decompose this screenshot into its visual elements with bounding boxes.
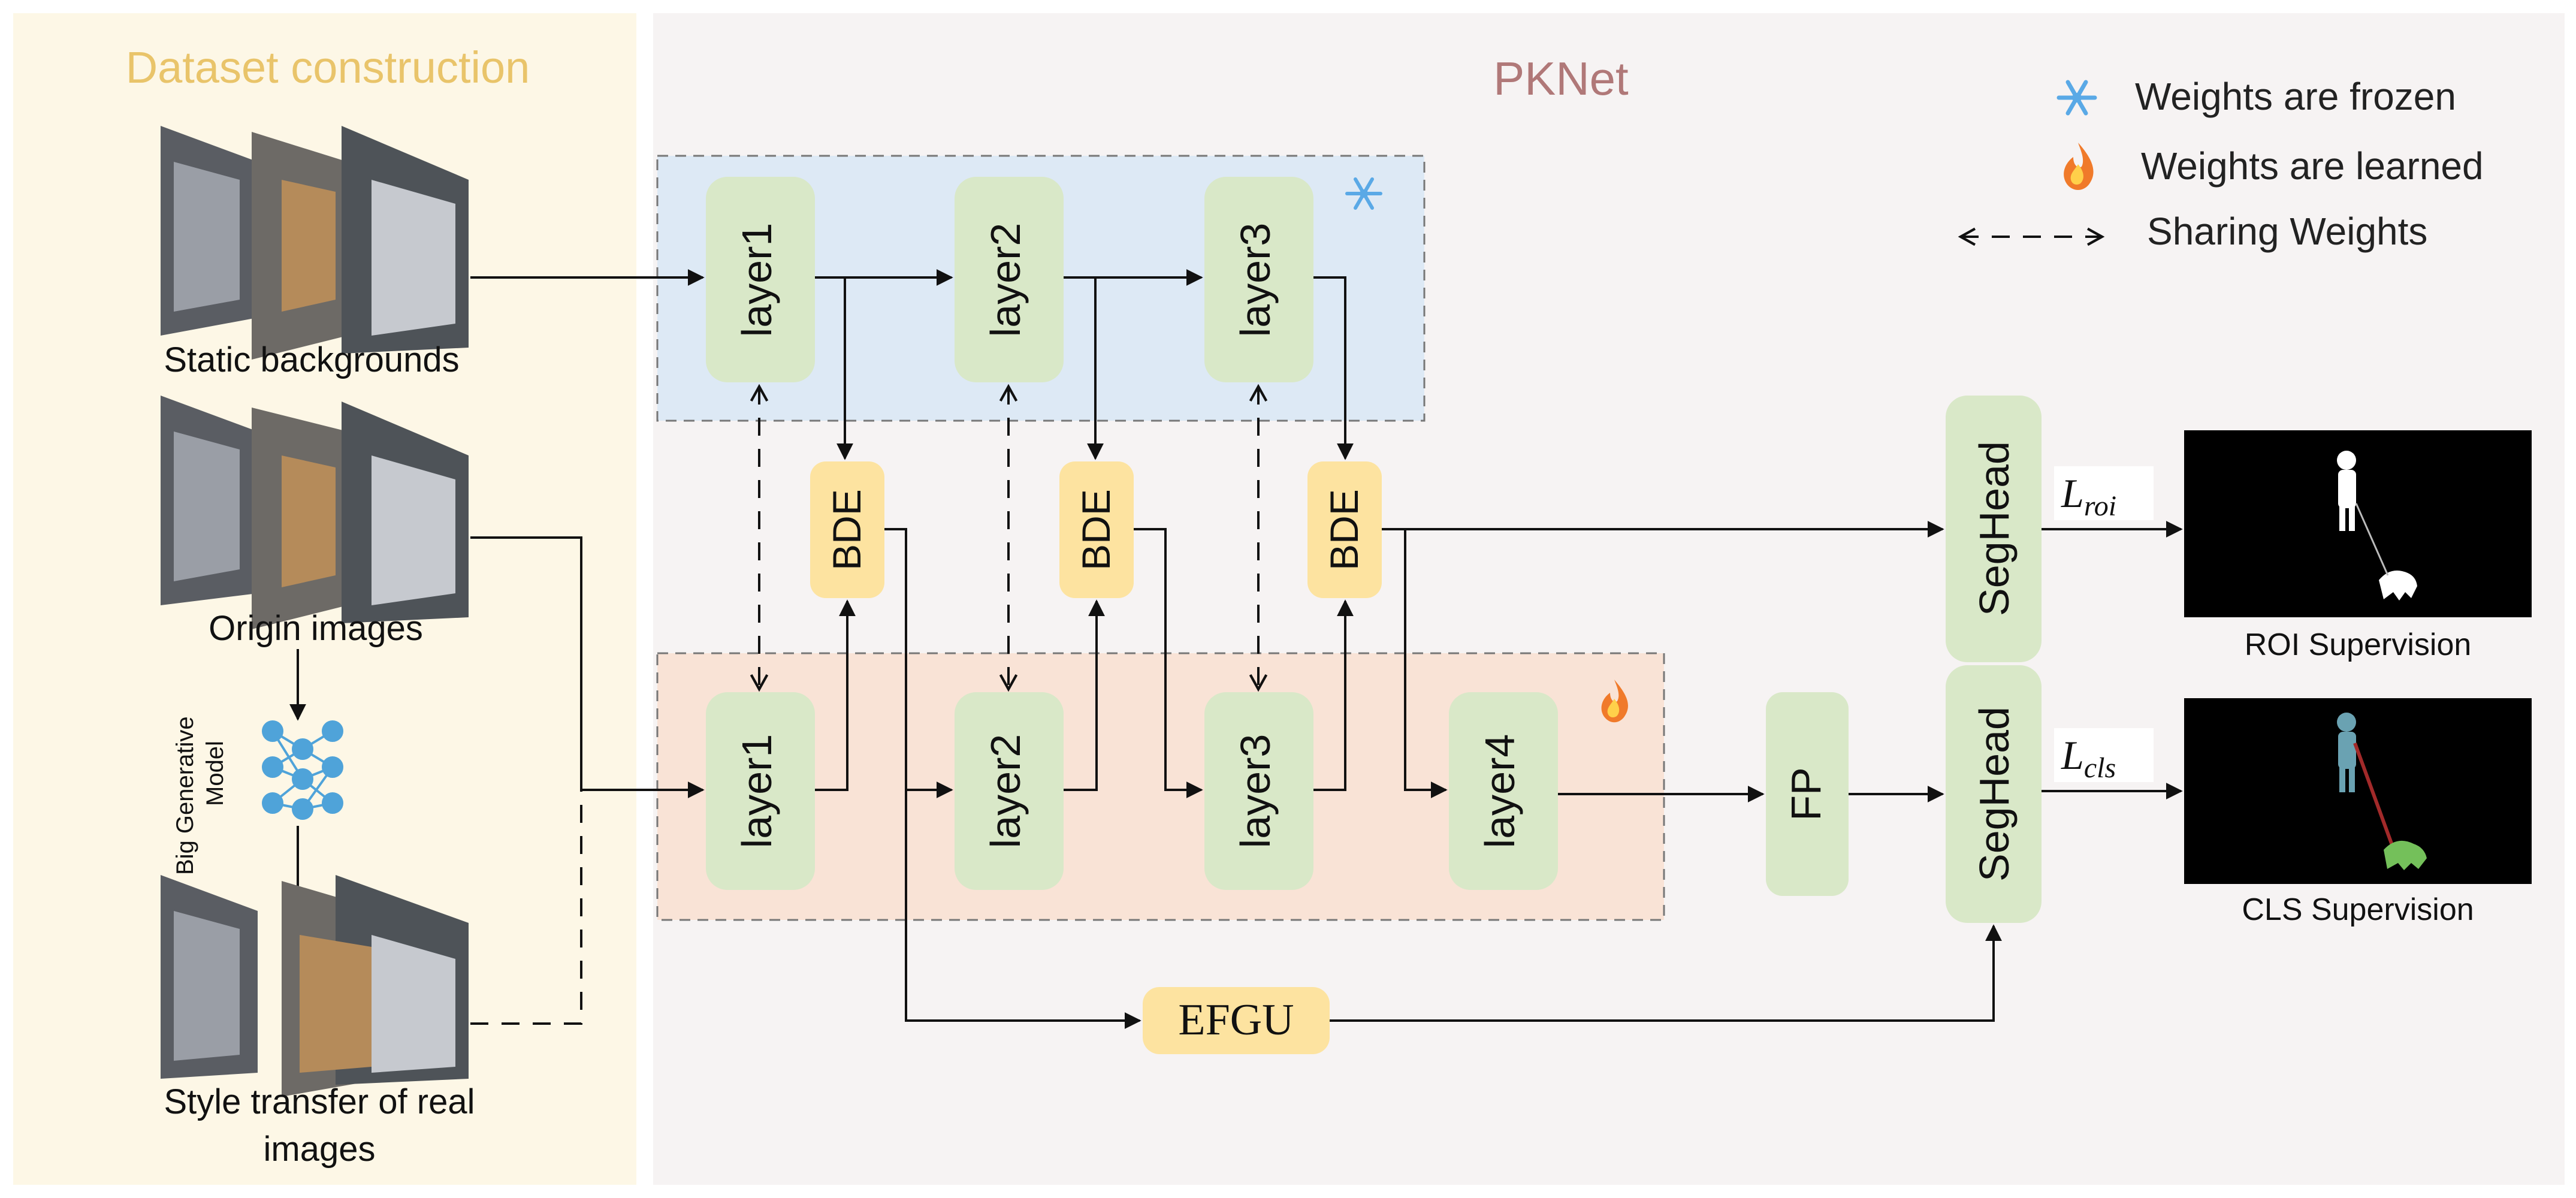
loss-cls: Lcls (2054, 728, 2154, 784)
frozen-layer2-label: layer2 (982, 223, 1029, 337)
cls-supervision-caption: CLS Supervision (2242, 892, 2474, 927)
loss-roi-sub: roi (2084, 490, 2116, 522)
main-panel-title: PKNet (1493, 52, 1629, 105)
efgu-block-label: EFGU (1178, 995, 1294, 1045)
bde-block-2: BDE (1059, 461, 1134, 598)
bde1-to-efgu-arrow (905, 529, 1141, 1029)
learned-l3-to-bde3-arrow (1313, 599, 1354, 791)
frozen-layer3: layer3 (1204, 177, 1313, 382)
roi-supervision-caption: ROI Supervision (2245, 627, 2472, 662)
learned-layer2: layer2 (955, 692, 1064, 890)
loss-cls-sub: cls (2084, 752, 2116, 784)
learned-box-flame-icon (1601, 680, 1628, 723)
loss-roi-symbol: L (2061, 470, 2084, 516)
bde-block-2-label: BDE (1074, 489, 1118, 571)
origin-images-label: Origin images (209, 609, 423, 648)
legend-learned-label: Weights are learned (2141, 144, 2484, 188)
style-to-layer1-dashed-arrow (470, 790, 582, 1025)
frozen-layer3-label: layer3 (1232, 223, 1279, 337)
frozen-layer2: layer2 (955, 177, 1064, 382)
cls-output-mask (2184, 698, 2532, 884)
seghead-roi-label: SegHead (1971, 441, 2018, 616)
bde-block-1: BDE (810, 461, 884, 598)
origin-to-layer1-arrow (470, 536, 705, 798)
efgu-to-seghead-cls-arrow (1330, 924, 2002, 1022)
model-label-line1: Big Generative (172, 716, 198, 875)
seghead-roi: SegHead (1946, 396, 2042, 662)
style-transfer-label-line2: images (264, 1130, 376, 1169)
style-transfer-images (161, 875, 469, 1097)
learned-l2-to-bde2-arrow (1064, 599, 1105, 791)
svg-text:Lcls: Lcls (2061, 732, 2116, 784)
learned-layer1: layer1 (706, 692, 815, 890)
fp-block: FP (1766, 692, 1849, 896)
learned-layer3-label: layer3 (1232, 734, 1279, 849)
learned-l1-to-bde1-arrow (815, 599, 856, 791)
frozen-layer1-label: layer1 (733, 223, 780, 337)
origin-images (161, 396, 469, 629)
left-panel-title: Dataset construction (126, 43, 530, 92)
legend-sharing-label: Sharing Weights (2147, 210, 2427, 253)
frozen-l3-to-bde3-arrow (1313, 276, 1354, 460)
legend-frozen-label: Weights are frozen (2135, 75, 2456, 118)
snowflake-icon (2056, 80, 2097, 116)
bde-block-1-label: BDE (825, 489, 869, 571)
efgu-block: EFGU (1143, 987, 1330, 1054)
frozen-box-snowflake-icon (1345, 177, 1382, 210)
loss-cls-symbol: L (2061, 732, 2084, 778)
bde-block-3-label: BDE (1322, 489, 1366, 571)
learned-layer2-label: layer2 (982, 734, 1029, 849)
model-label-line2: Model (202, 741, 228, 806)
frozen-layer1: layer1 (706, 177, 815, 382)
neural-network-icon (262, 720, 343, 820)
learned-layer4-label: layer4 (1476, 734, 1523, 849)
learned-layer1-label: layer1 (733, 734, 780, 849)
style-transfer-label-line1: Style transfer of real (164, 1082, 475, 1121)
bde-block-3: BDE (1307, 461, 1382, 598)
svg-text:Lroi: Lroi (2061, 470, 2116, 522)
bde2-to-learned-l3-arrow (1134, 528, 1203, 798)
learned-layer4: layer4 (1449, 692, 1558, 890)
fp-block-label: FP (1783, 767, 1829, 820)
loss-roi: Lroi (2054, 466, 2154, 522)
learned-layer3: layer3 (1204, 692, 1313, 890)
flame-icon (2064, 143, 2094, 190)
seghead-cls-label: SegHead (1971, 707, 2018, 882)
static-backgrounds-label: Static backgrounds (164, 340, 459, 379)
roi-output-mask (2184, 430, 2532, 617)
static-background-images (161, 126, 469, 360)
seghead-cls: SegHead (1946, 665, 2042, 923)
